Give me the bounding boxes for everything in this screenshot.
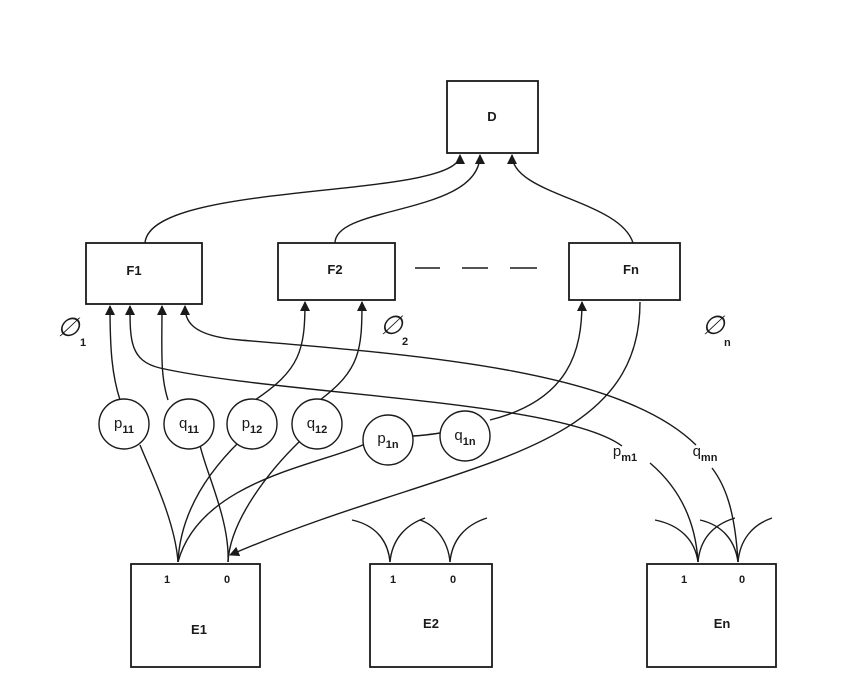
node-q1n-var: q [454, 427, 462, 444]
box-e1-port-1: 1 [164, 574, 170, 586]
box-e1-port-0: 0 [224, 574, 230, 586]
phi-2-symbol: ∅ [380, 311, 404, 341]
node-q12: q12 [291, 398, 343, 450]
svg-text:p11: p11 [114, 415, 134, 436]
box-f1-label: F1 [126, 263, 141, 278]
svg-text:q1n: q1n [454, 427, 475, 448]
node-p12-sub: 12 [250, 424, 262, 436]
phi-n-symbol: ∅ [702, 311, 726, 341]
node-p1n-sub: 1n [386, 439, 399, 451]
label-qmn-var: q [693, 443, 701, 460]
phi-1-symbol: ∅ [57, 313, 81, 343]
phi-n: ∅ n [702, 311, 731, 349]
node-p1n: p1n [362, 414, 414, 466]
f-to-d-connections [144, 154, 634, 244]
label-pm1-sub: m1 [621, 452, 637, 464]
node-to-f-connections [105, 301, 697, 557]
svg-text:pm1: pm1 [613, 443, 637, 464]
e1-to-node-connections [139, 440, 366, 563]
node-q11: q11 [163, 398, 215, 450]
node-q12-sub: 12 [315, 424, 327, 436]
phi-1-sub: 1 [80, 337, 86, 349]
phi-2: ∅ 2 [380, 311, 408, 348]
node-q11-sub: 11 [187, 424, 199, 436]
box-e1-label: E1 [191, 622, 207, 637]
label-pm1: pm1 [613, 443, 637, 464]
svg-text:q12: q12 [307, 415, 328, 436]
phi-1: ∅ 1 [57, 313, 86, 349]
box-f2: F2 [277, 242, 396, 301]
box-en-label: En [714, 616, 731, 631]
box-e2: 1 0 E2 [369, 563, 493, 668]
phi-n-sub: n [724, 337, 731, 349]
node-p1n-var: p [377, 430, 385, 447]
node-p11-sub: 11 [122, 424, 134, 436]
box-e1: 1 0 E1 [130, 563, 261, 668]
node-q1n-sub: 1n [463, 436, 476, 448]
box-e2-port-1: 1 [390, 574, 396, 586]
svg-text:q11: q11 [179, 415, 199, 436]
svg-text:p12: p12 [242, 415, 263, 436]
box-fn-label: Fn [623, 262, 639, 277]
node-p11-var: p [114, 415, 122, 432]
node-q11-var: q [179, 415, 187, 432]
label-qmn: qmn [693, 443, 718, 464]
node-q12-var: q [307, 415, 315, 432]
box-d: D [446, 80, 539, 154]
label-qmn-sub: mn [701, 452, 718, 464]
phi-2-sub: 2 [402, 336, 408, 348]
node-p12: p12 [226, 398, 278, 450]
en-to-node-connections [649, 462, 739, 563]
label-pm1-var: p [613, 443, 621, 460]
box-d-label: D [487, 109, 496, 124]
box-e2-port-0: 0 [450, 574, 456, 586]
node-p12-var: p [242, 415, 250, 432]
node-p11: p11 [98, 398, 150, 450]
box-en-port-1: 1 [681, 574, 687, 586]
box-en-port-0: 0 [739, 574, 745, 586]
port-fanout-stubs [351, 517, 773, 563]
svg-text:p1n: p1n [377, 430, 398, 451]
box-f1: F1 [85, 242, 203, 305]
node-q1n: q1n [439, 410, 491, 462]
box-e2-label: E2 [423, 616, 439, 631]
box-en: 1 0 En [646, 563, 777, 668]
box-fn: Fn [568, 242, 681, 301]
box-f2-label: F2 [327, 262, 342, 277]
svg-text:qmn: qmn [693, 443, 718, 464]
